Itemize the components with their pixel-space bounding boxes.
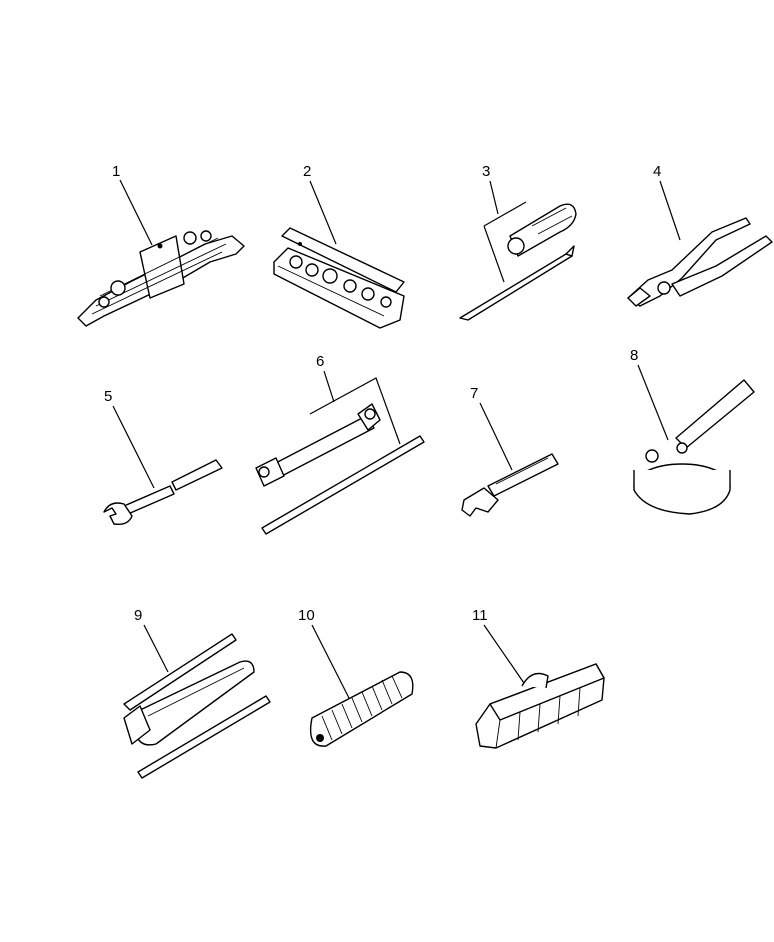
leader-3a xyxy=(489,180,499,215)
item-3-screwdriver: 3 xyxy=(459,163,577,321)
label-2: 2 xyxy=(303,163,311,180)
leader-6a xyxy=(323,370,335,403)
leader-10 xyxy=(311,624,351,701)
label-5: 5 xyxy=(104,388,112,405)
leader-2 xyxy=(309,180,337,245)
item-1-wrench-set: 1 xyxy=(77,163,245,327)
label-7: 7 xyxy=(470,385,478,402)
item-5-wrench: 5 xyxy=(103,388,223,526)
label-8: 8 xyxy=(630,347,638,364)
leader-4 xyxy=(659,180,681,241)
label-1: 1 xyxy=(112,163,120,180)
leader-7 xyxy=(479,402,513,471)
item-8-filter-wrench: 8 xyxy=(630,347,755,515)
item-9-grease-gun: 9 xyxy=(123,607,271,779)
item-7-adjustable-wrench: 7 xyxy=(461,385,559,517)
leader-5 xyxy=(112,405,155,489)
item-6-box-wrench: 6 xyxy=(255,353,425,535)
label-11: 11 xyxy=(472,607,488,624)
label-10: 10 xyxy=(298,607,315,624)
item-10-coil: 10 xyxy=(298,607,414,747)
label-3: 3 xyxy=(482,163,490,180)
label-6: 6 xyxy=(316,353,324,370)
leader-8 xyxy=(637,364,669,441)
leader-11 xyxy=(483,624,527,687)
item-4-pliers: 4 xyxy=(627,163,773,307)
label-9: 9 xyxy=(134,607,142,624)
leader-3b xyxy=(483,201,527,283)
leader-6b xyxy=(309,377,401,445)
item-2-socket-case: 2 xyxy=(273,163,405,329)
item-11-tool-bag: 11 xyxy=(472,607,605,749)
label-4: 4 xyxy=(653,163,661,180)
leader-9 xyxy=(143,624,169,673)
leader-1 xyxy=(119,179,153,246)
